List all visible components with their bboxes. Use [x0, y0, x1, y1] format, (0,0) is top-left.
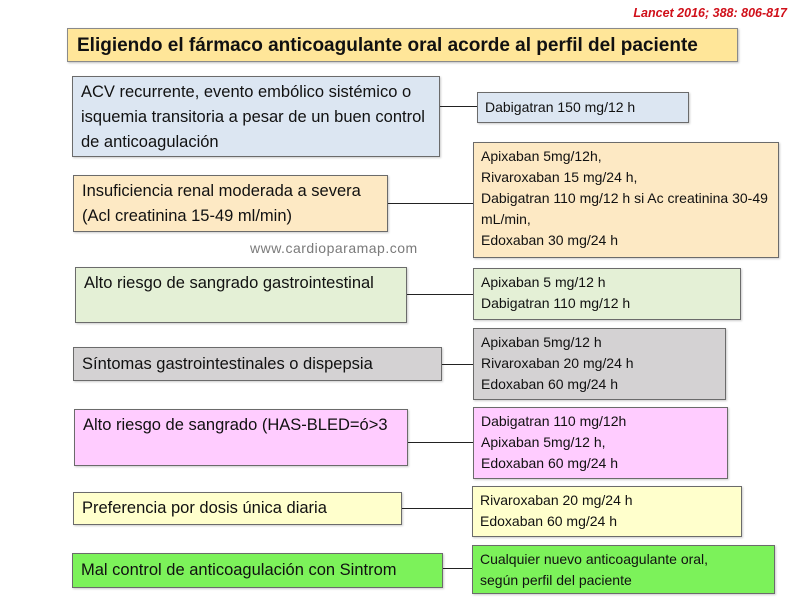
condition-box-acv: ACV recurrente, evento embólico sistémic…	[72, 76, 440, 157]
condition-box-hasbled: Alto riesgo de sangrado (HAS-BLED=ó>3	[74, 409, 408, 466]
condition-box-renal: Insuficiencia renal moderada a severa (A…	[73, 175, 388, 232]
connector-line	[407, 294, 473, 295]
condition-box-sintrom: Mal control de anticoagulación con Sintr…	[72, 553, 443, 588]
recommendation-box-gi-bleeding: Apixaban 5 mg/12 h Dabigatran 110 mg/12 …	[473, 268, 741, 320]
reference-citation: Lancet 2016; 388: 806-817	[633, 6, 787, 20]
recommendation-box-dyspepsia: Apixaban 5mg/12 h Rivaroxaban 20 mg/24 h…	[473, 328, 726, 400]
recommendation-box-hasbled: Dabigatran 110 mg/12h Apixaban 5mg/12 h,…	[473, 407, 728, 479]
condition-box-gi-bleeding: Alto riesgo de sangrado gastrointestinal	[75, 267, 407, 323]
connector-line	[440, 106, 477, 107]
recommendation-box-acv: Dabigatran 150 mg/12 h	[477, 92, 689, 123]
recommendation-box-sintrom: Cualquier nuevo anticoagulante oral, seg…	[472, 545, 775, 594]
watermark: www.cardioparamap.com	[250, 240, 418, 256]
condition-box-dyspepsia: Síntomas gastrointestinales o dispepsia	[73, 347, 442, 381]
condition-box-once-daily: Preferencia por dosis única diaria	[73, 492, 402, 525]
diagram-title: Eligiendo el fármaco anticoagulante oral…	[67, 28, 738, 62]
recommendation-box-renal: Apixaban 5mg/12h, Rivaroxaban 15 mg/24 h…	[473, 142, 779, 258]
connector-line	[388, 203, 473, 204]
connector-line	[408, 442, 473, 443]
recommendation-box-once-daily: Rivaroxaban 20 mg/24 h Edoxaban 60 mg/24…	[472, 486, 742, 537]
connector-line	[402, 508, 472, 509]
connector-line	[442, 364, 473, 365]
connector-line	[443, 568, 472, 569]
